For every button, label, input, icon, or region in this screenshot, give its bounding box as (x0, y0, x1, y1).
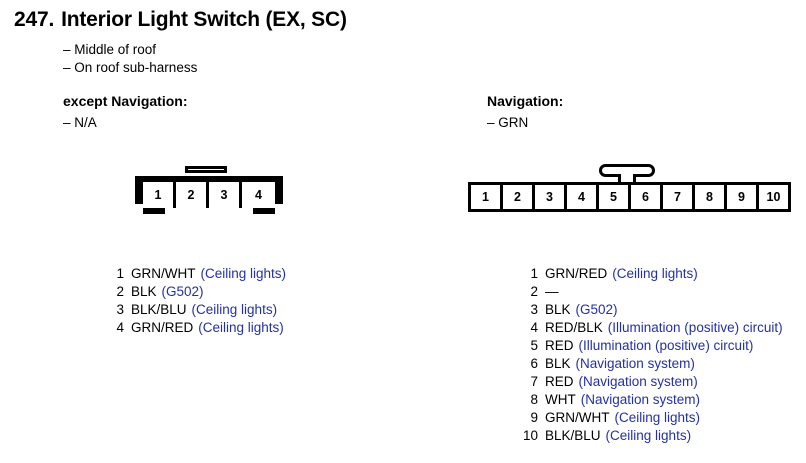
pin-index: 10 (522, 428, 538, 443)
pin-description: (Ceiling lights) (614, 410, 701, 425)
connector-body: 1 2 3 4 (135, 176, 283, 214)
pin-row: 10 BLK/BLU (Ceiling lights) (518, 428, 783, 446)
pin-row: 7 RED (Navigation system) (518, 374, 783, 392)
pin-description: (Ceiling lights) (612, 266, 698, 281)
entry-title: Interior Light Switch (EX, SC) (61, 8, 347, 31)
section-subtitle-except-navigation: – N/A (63, 115, 97, 130)
connector-pin: 4 (242, 182, 275, 208)
pin-wire-code: BLK/BLU (545, 428, 601, 443)
pin-row: 9 GRN/WHT (Ceiling lights) (518, 410, 783, 428)
pin-row: 8 WHT (Navigation system) (518, 392, 783, 410)
connector-pin: 6 (631, 185, 660, 209)
pin-index: 6 (530, 356, 538, 371)
pin-row: 3 BLK/BLU (Ceiling lights) (104, 302, 286, 320)
pin-index: 8 (530, 392, 538, 407)
connector-pin: 2 (503, 185, 532, 209)
connector-pin: 9 (727, 185, 756, 209)
pin-wire-code: RED/BLK (545, 320, 603, 335)
pin-wire-code: GRN/RED (131, 320, 194, 335)
pin-description: (Navigation system) (578, 374, 698, 389)
pin-index: 2 (530, 284, 538, 299)
pin-description: (Navigation system) (580, 392, 701, 407)
entry-number: 247. (14, 8, 55, 31)
connector-body: 1 2 3 4 5 6 7 8 9 10 (468, 182, 791, 212)
pin-row: 1 GRN/WHT (Ceiling lights) (104, 266, 286, 284)
pin-description: (Illumination (positive) circuit) (578, 338, 754, 353)
pin-index: 9 (530, 410, 538, 425)
pin-index: 1 (116, 266, 124, 281)
pin-row: 2 BLK (G502) (104, 284, 286, 302)
connector-pin: 1 (143, 182, 176, 208)
location-note-1: – Middle of roof (63, 42, 157, 57)
section-heading-navigation: Navigation: (487, 93, 564, 109)
pin-description: (Ceiling lights) (200, 266, 287, 281)
pin-row: 5 RED (Illumination (positive) circuit) (518, 338, 783, 356)
connector-pin: 3 (209, 182, 242, 208)
pin-row: 3 BLK (G502) (518, 302, 783, 320)
pin-row: 4 GRN/RED (Ceiling lights) (104, 320, 286, 338)
connector-tab-icon (185, 166, 227, 173)
connector-pin-row: 1 2 3 4 (143, 182, 275, 208)
pin-description: (Navigation system) (575, 356, 695, 371)
pin-index: 7 (530, 374, 538, 389)
pin-index: 5 (530, 338, 538, 353)
pin-description: (G502) (161, 284, 204, 299)
pin-index: 4 (530, 320, 538, 335)
pin-wire-code: BLK (545, 356, 571, 371)
pin-description: (Ceiling lights) (605, 428, 692, 443)
connector-pin: 10 (759, 185, 788, 209)
page-title: 247. Interior Light Switch (EX, SC) (14, 8, 347, 32)
connector-pin: 8 (695, 185, 724, 209)
connector-pin: 2 (176, 182, 209, 208)
pin-wire-code: GRN/RED (545, 266, 608, 281)
pin-wire-code: WHT (545, 392, 576, 407)
pin-index: 1 (530, 266, 538, 281)
pin-row: 4 RED/BLK (Illumination (positive) circu… (518, 320, 783, 338)
pin-row: 1 GRN/RED (Ceiling lights) (518, 266, 783, 284)
section-heading-except-navigation: except Navigation: (63, 93, 188, 109)
pin-row: 2 — (518, 284, 783, 302)
connector-pin: 7 (663, 185, 692, 209)
connector-pin: 3 (535, 185, 564, 209)
pin-wire-code: BLK (545, 302, 571, 317)
pin-row: 6 BLK (Navigation system) (518, 356, 783, 374)
pin-index: 2 (116, 284, 124, 299)
pin-wire-code: — (545, 284, 559, 299)
pin-description: (G502) (575, 302, 618, 317)
pin-wire-code: GRN/WHT (131, 266, 196, 281)
connector-pin: 4 (567, 185, 596, 209)
pin-description: (Ceiling lights) (191, 302, 278, 317)
pin-wire-code: GRN/WHT (545, 410, 610, 425)
location-note-2: – On roof sub-harness (63, 60, 198, 75)
pin-wire-code: RED (545, 338, 574, 353)
pin-wire-code: BLK/BLU (131, 302, 187, 317)
pin-wire-code: BLK (131, 284, 157, 299)
pin-index: 3 (530, 302, 538, 317)
connector-pin: 1 (471, 185, 500, 209)
pin-list-navigation: 1 GRN/RED (Ceiling lights) 2 — 3 BLK (G5… (518, 266, 783, 446)
section-subtitle-navigation: – GRN (487, 115, 529, 130)
pin-description: (Ceiling lights) (198, 320, 284, 335)
pin-index: 4 (116, 320, 124, 335)
pin-wire-code: RED (545, 374, 574, 389)
pin-index: 3 (116, 302, 124, 317)
pin-description: (Illumination (positive) circuit) (607, 320, 783, 335)
connector-pin: 5 (599, 185, 628, 209)
pin-list-except-navigation: 1 GRN/WHT (Ceiling lights) 2 BLK (G502) … (104, 266, 286, 338)
